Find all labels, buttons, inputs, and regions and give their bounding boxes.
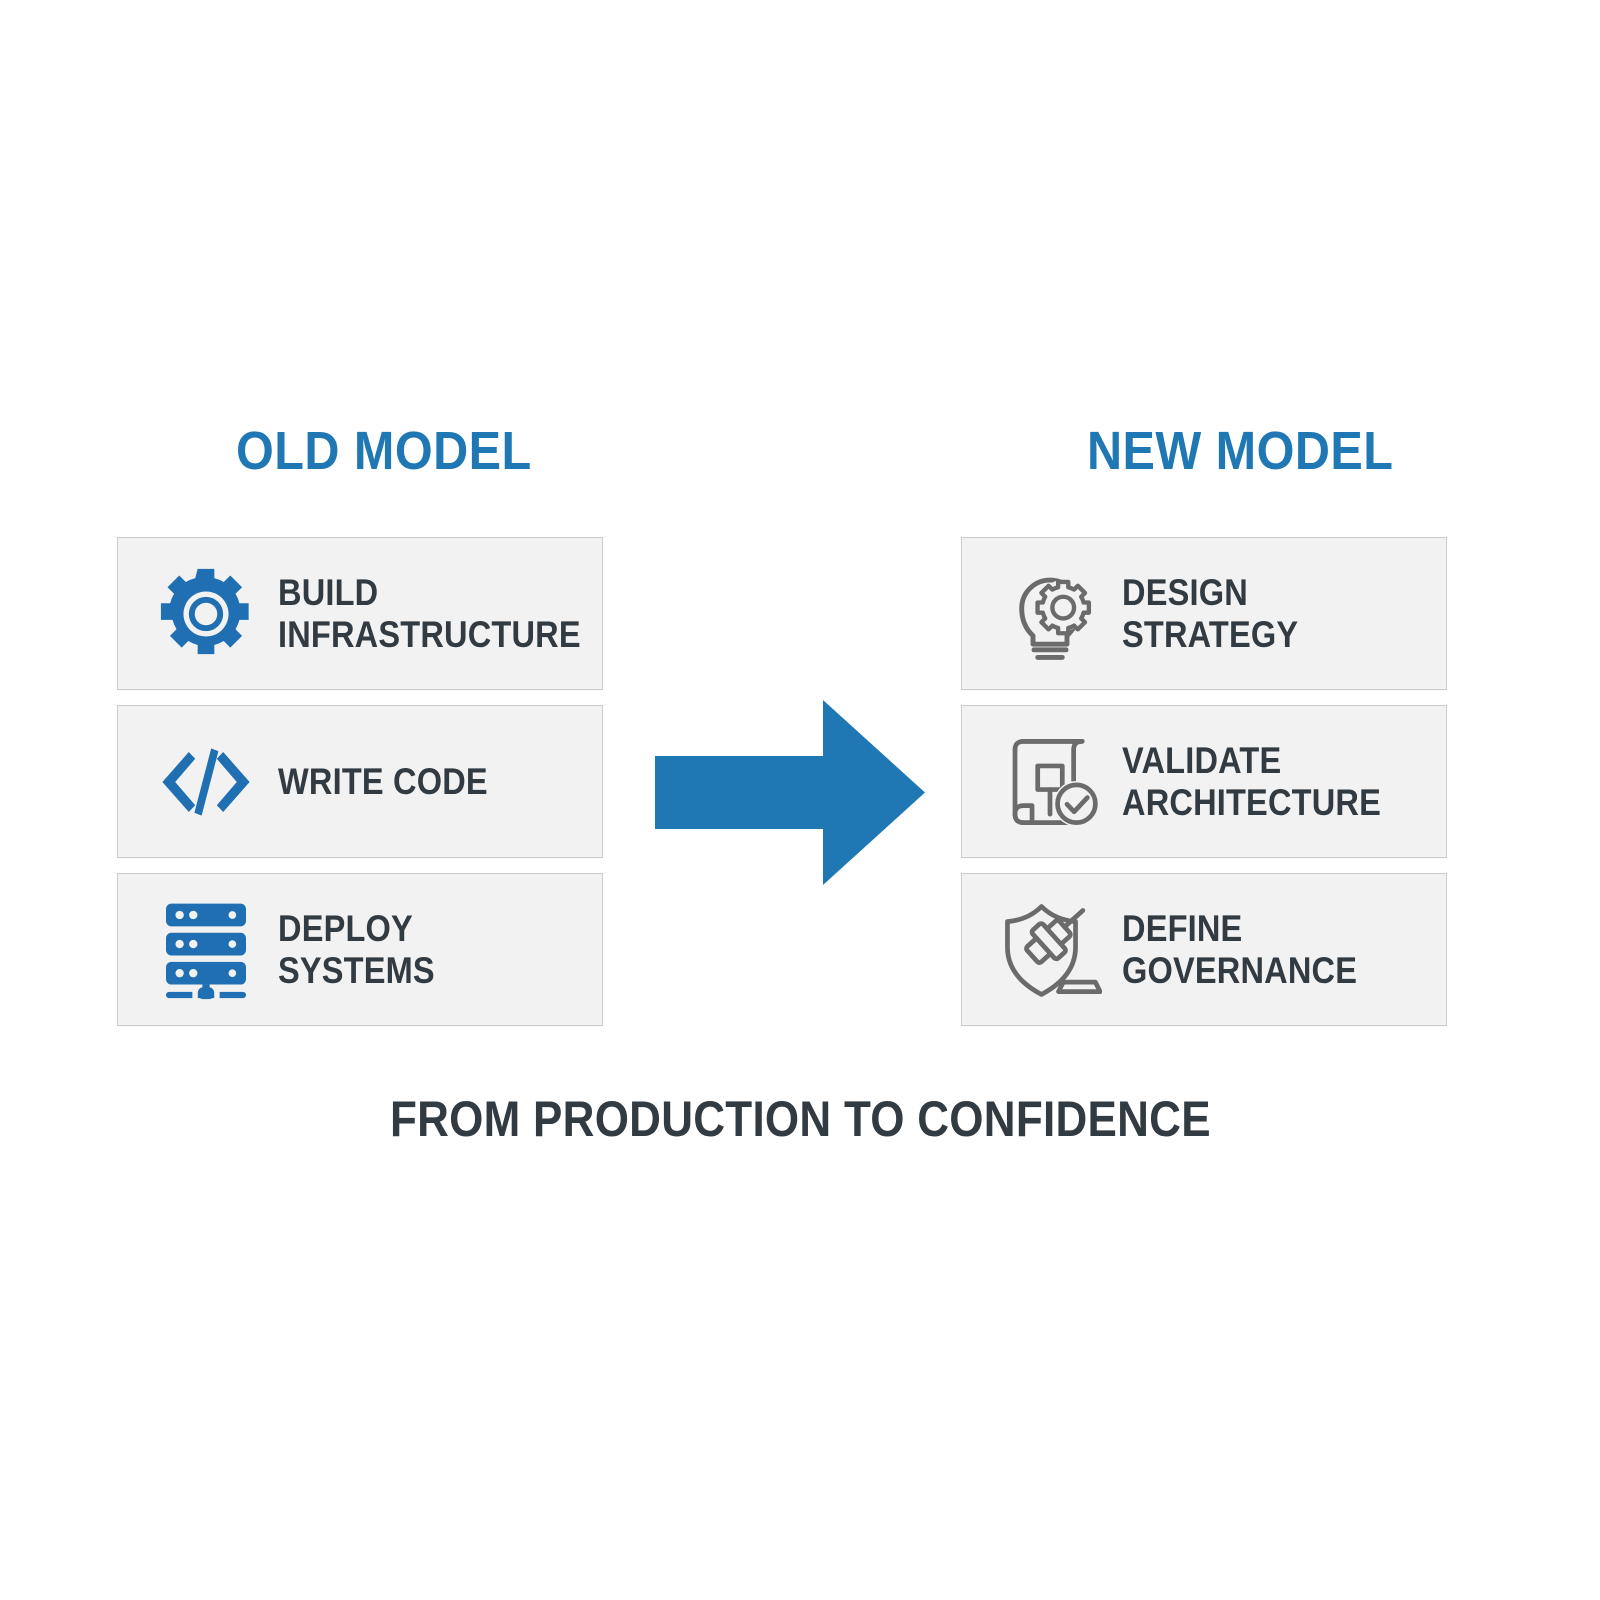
card-label: BUILD INFRASTRUCTURE	[278, 572, 581, 655]
card-label: WRITE CODE	[278, 760, 488, 802]
code-brackets-icon	[152, 728, 260, 836]
right-arrow-icon	[655, 700, 925, 885]
card-validate-architecture[interactable]: VALIDATE ARCHITECTURE	[961, 705, 1447, 858]
old-model-column: BUILD INFRASTRUCTURE WRITE CODE	[117, 537, 603, 1026]
card-label: DEFINE GOVERNANCE	[1122, 908, 1358, 991]
card-design-strategy[interactable]: DESIGN STRATEGY	[961, 537, 1447, 690]
lightbulb-gear-icon	[996, 560, 1104, 668]
caption-text: FROM PRODUCTION TO CONFIDENCE	[0, 1094, 1600, 1144]
shield-gavel-icon	[996, 896, 1104, 1004]
old-model-heading: OLD MODEL	[236, 421, 532, 481]
card-build-infrastructure[interactable]: BUILD INFRASTRUCTURE	[117, 537, 603, 690]
card-label: DEPLOY SYSTEMS	[278, 908, 435, 991]
new-model-column: DESIGN STRATEGY	[961, 537, 1447, 1026]
card-write-code[interactable]: WRITE CODE	[117, 705, 603, 858]
card-shield-gavel[interactable]: DEFINE GOVERNANCE	[961, 873, 1447, 1026]
new-model-heading: NEW MODEL	[1087, 421, 1394, 481]
blueprint-check-icon	[996, 728, 1104, 836]
gear-icon	[152, 560, 260, 668]
server-stack-icon	[152, 896, 260, 1004]
card-label: DESIGN STRATEGY	[1122, 572, 1299, 655]
card-deploy-systems[interactable]: DEPLOY SYSTEMS	[117, 873, 603, 1026]
card-label: VALIDATE ARCHITECTURE	[1122, 740, 1381, 823]
caption-label: FROM PRODUCTION TO CONFIDENCE	[389, 1091, 1211, 1147]
